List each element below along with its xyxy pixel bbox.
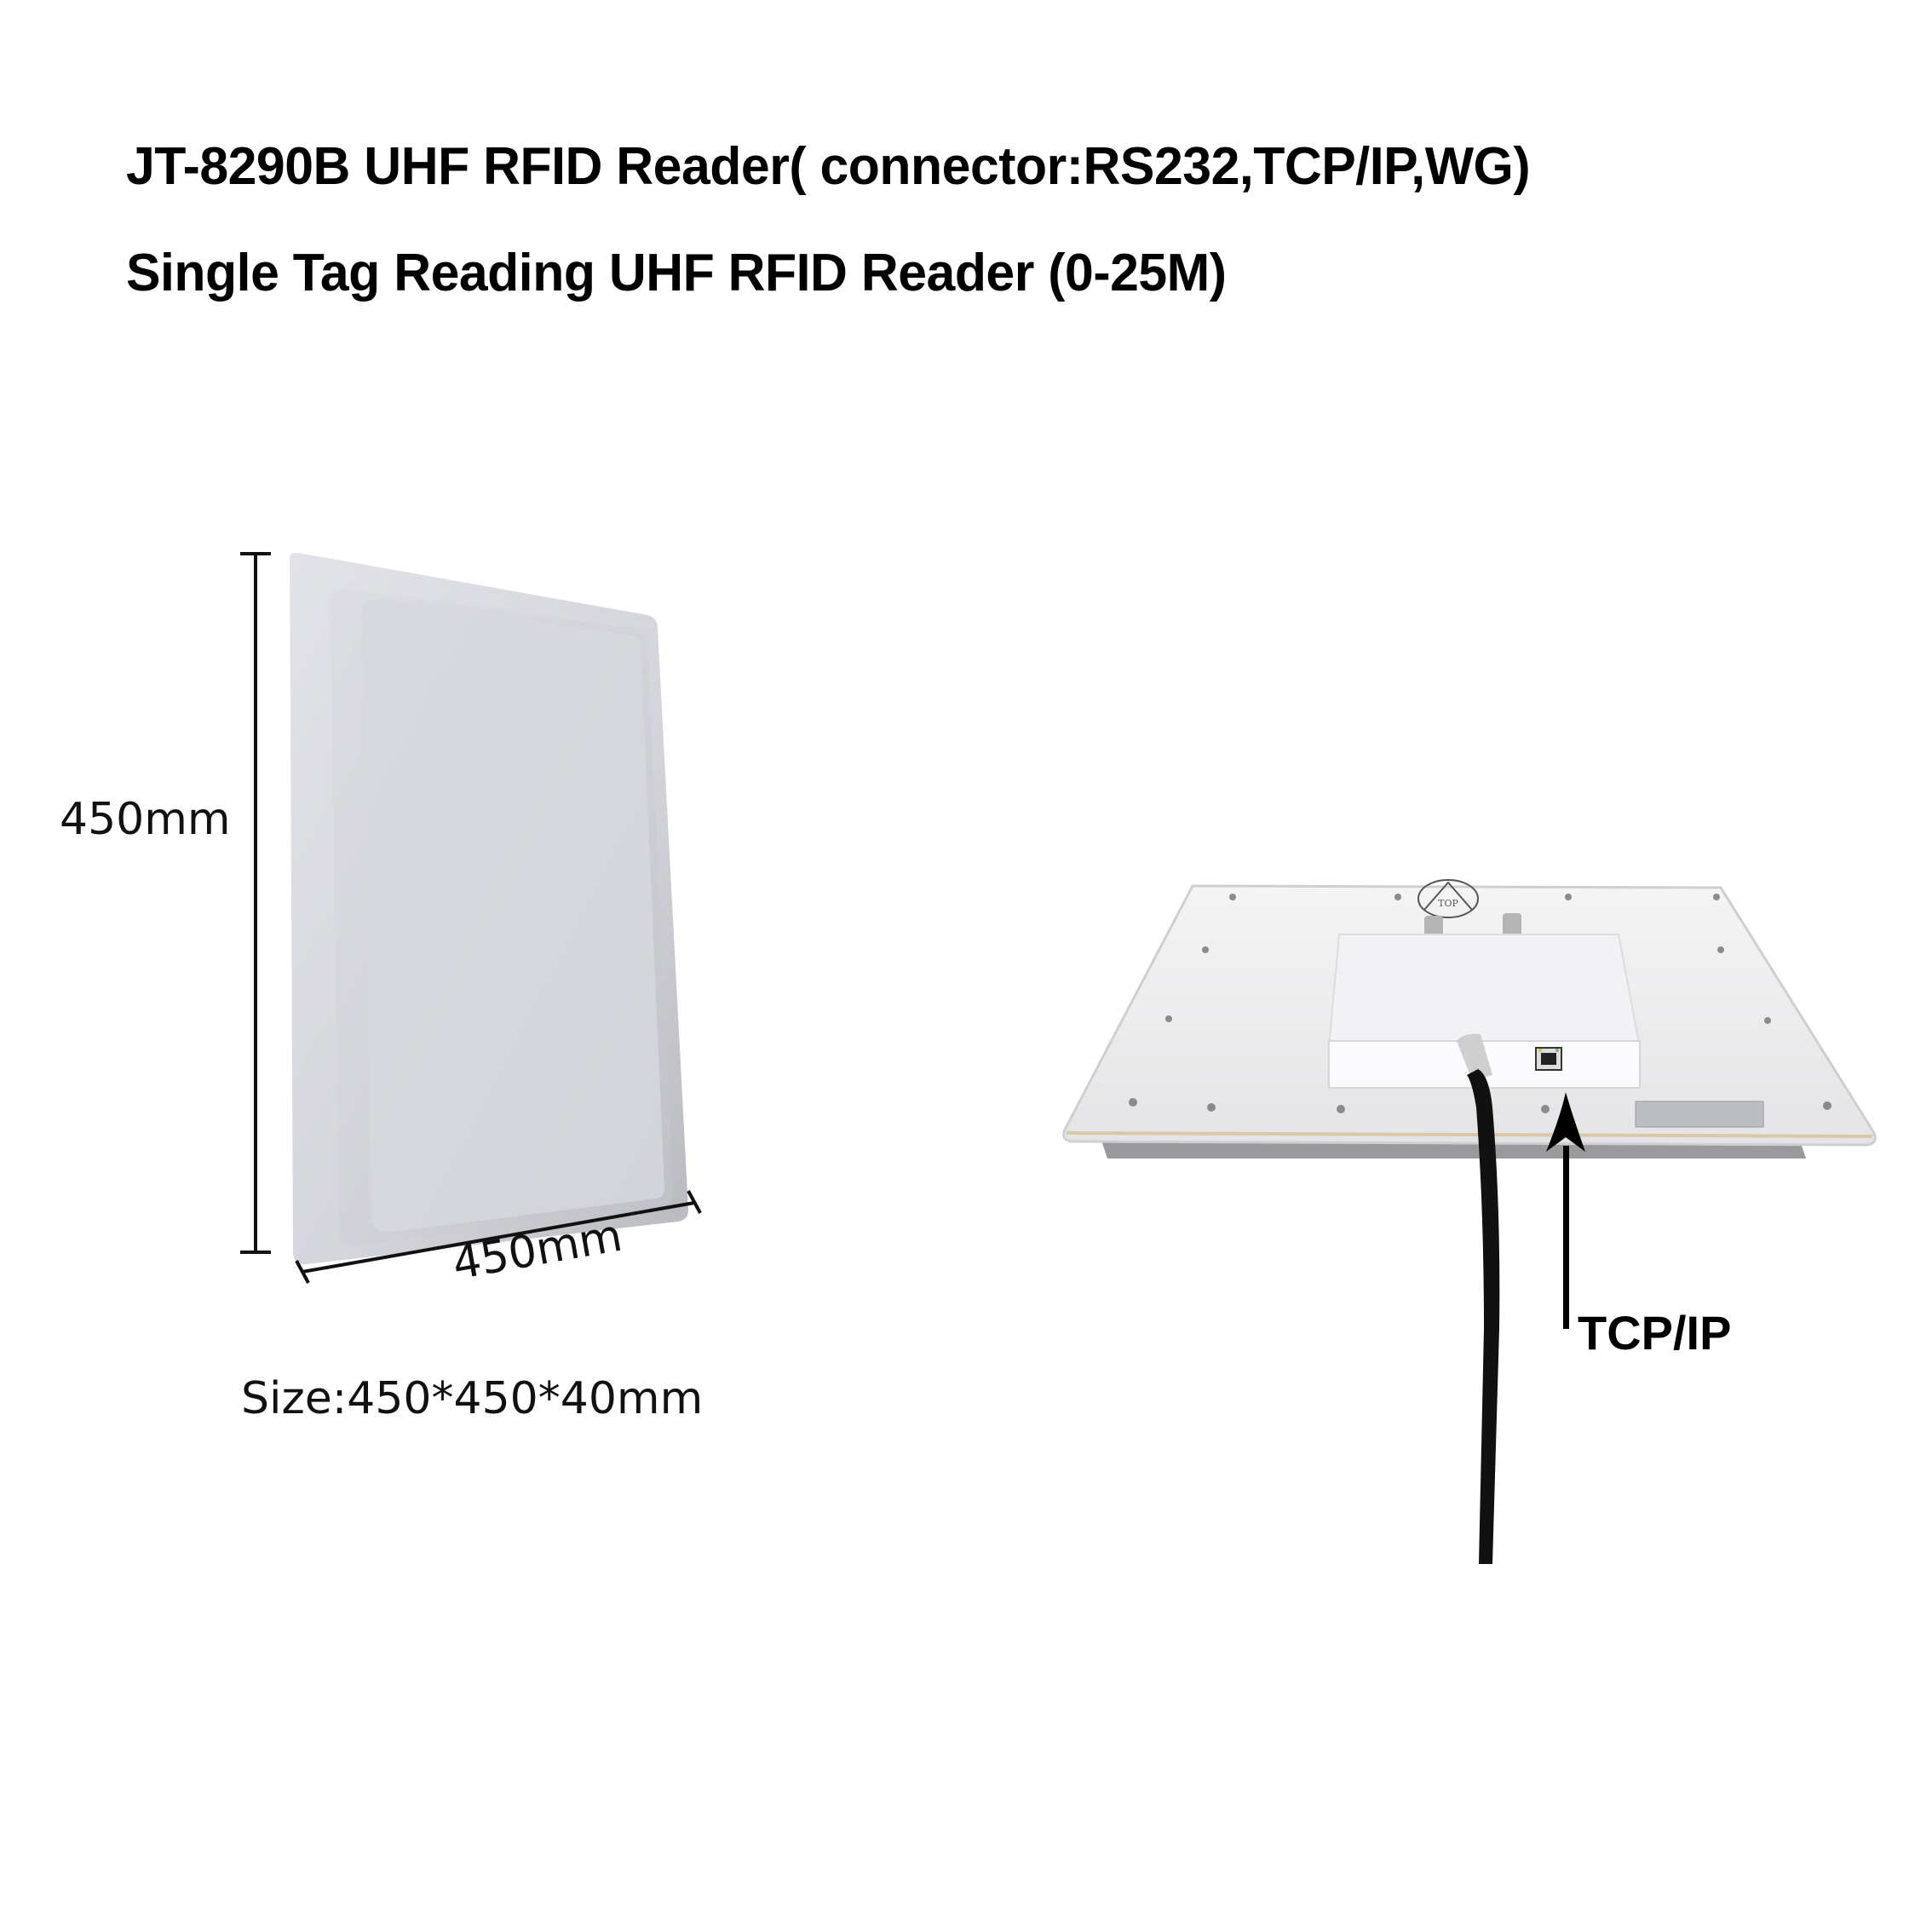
spec-label-plate	[1635, 1101, 1764, 1128]
top-orientation-logo	[1417, 879, 1479, 918]
ethernet-port-icon	[1535, 1047, 1562, 1071]
top-logo-text: TOP	[1438, 898, 1458, 909]
tcp-ip-connector-label: TCP/IP	[1578, 1306, 1732, 1360]
reader-module-box	[1327, 934, 1642, 1049]
mounting-screws	[1129, 894, 1831, 1113]
width-dimension-line	[295, 1190, 702, 1284]
size-spec-label: Size:450*450*40mm	[241, 1373, 704, 1424]
product-title: JT-8290B UHF RFID Reader( connector:RS23…	[126, 137, 1531, 196]
cable-gland	[1457, 1033, 1492, 1080]
antenna-connector	[1503, 913, 1521, 939]
tcp-ip-arrow-icon	[1546, 1092, 1585, 1329]
height-dimension-label: 450mm	[60, 794, 231, 845]
height-dimension-line	[240, 552, 271, 1254]
product-subtitle: Single Tag Reading UHF RFID Reader (0-25…	[126, 244, 1227, 302]
power-data-cable	[1467, 1069, 1500, 1564]
